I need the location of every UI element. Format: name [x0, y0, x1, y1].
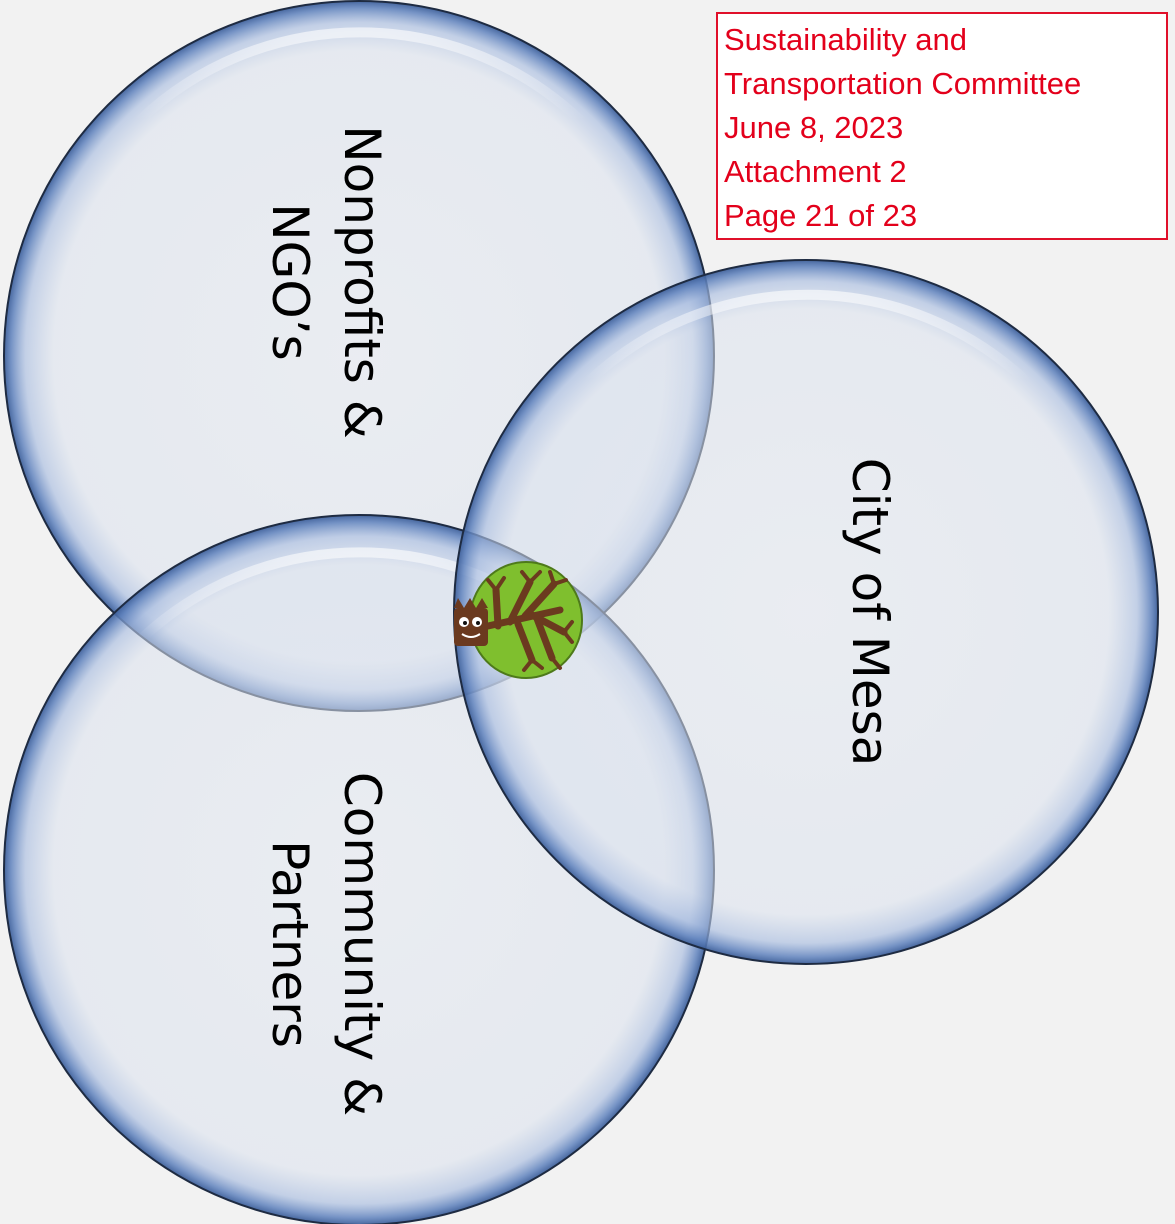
stamp-line-date: June 8, 2023 — [724, 110, 904, 145]
stamp-line-attachment: Attachment 2 — [724, 154, 907, 189]
tree-mascot-icon — [454, 561, 583, 679]
label-community-line-2: Partners — [261, 840, 319, 1048]
label-community: Community & Partners — [254, 772, 398, 1116]
label-nonprofits-line-1: Nonprofits & — [333, 125, 391, 439]
attachment-stamp: Sustainability and Transportation Commit… — [716, 12, 1168, 240]
stamp-line-page: Page 21 of 23 — [724, 198, 918, 233]
circle-city — [453, 259, 1159, 965]
label-city-line-1: City of Mesa — [841, 457, 899, 767]
label-community-line-1: Community & — [333, 771, 391, 1117]
label-city: City of Mesa — [834, 458, 906, 767]
stamp-line-committee-2: Transportation Committee — [724, 66, 1082, 101]
stamp-line-committee-1: Sustainability and — [724, 22, 967, 57]
label-nonprofits: Nonprofits & NGO’s — [254, 125, 398, 439]
label-nonprofits-line-2: NGO’s — [261, 203, 319, 361]
